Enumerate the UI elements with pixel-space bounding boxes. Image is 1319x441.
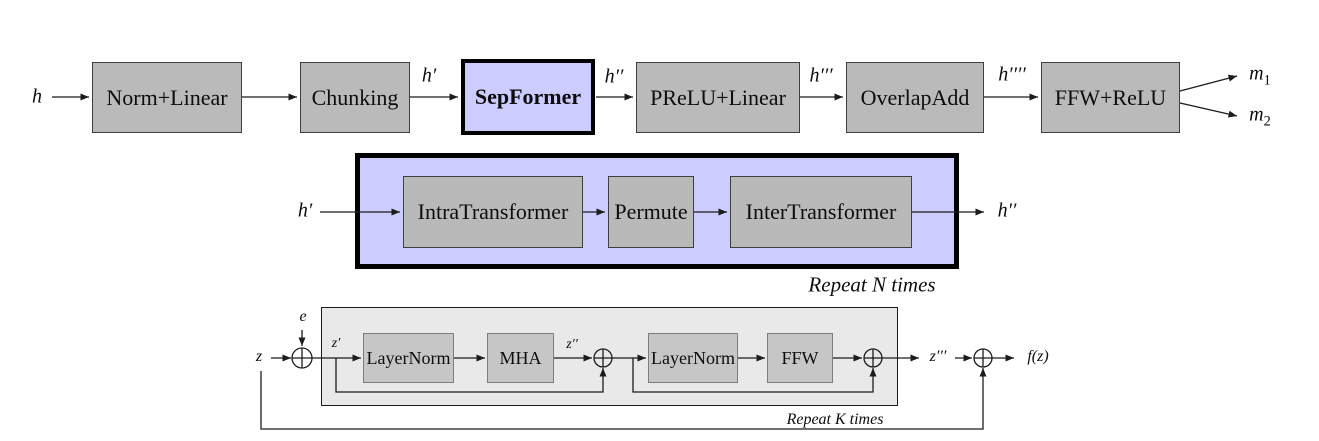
block-mha: MHA <box>487 333 554 383</box>
sum-node-input-icon <box>291 347 313 369</box>
block-chunking: Chunking <box>300 62 410 133</box>
detail-output-h2-label: h′′ <box>997 199 1017 222</box>
output-m1-label: m1 <box>1249 63 1271 90</box>
arrow-to-m2 <box>1179 102 1238 118</box>
sum-node-1-icon <box>593 348 613 368</box>
signal-z1-label: z′ <box>331 336 341 351</box>
arrow-to-m1 <box>1179 74 1238 92</box>
skip-connection-z-to-sum3 <box>260 368 987 430</box>
block-ffw-relu: FFW+ReLU <box>1041 62 1180 133</box>
block-intra-transformer: IntraTransformer <box>403 176 583 248</box>
block-norm-linear: Norm+Linear <box>92 62 242 133</box>
block-ffw: FFW <box>767 333 833 383</box>
m1-base: m <box>1249 62 1264 85</box>
output-fz-label: f(z) <box>1027 348 1049 365</box>
input-h-label: h <box>32 85 42 108</box>
signal-h3-label: h′′′ <box>809 64 833 87</box>
m2-base: m <box>1249 103 1264 126</box>
block-prelu-linear: PReLU+Linear <box>636 62 800 133</box>
m1-sub: 1 <box>1263 72 1271 89</box>
input-z-label: z <box>255 348 263 365</box>
embedding-e-label: e <box>299 308 307 325</box>
block-layernorm-1: LayerNorm <box>363 333 454 383</box>
block-overlap-add: OverlapAdd <box>846 62 984 133</box>
block-sepformer: SepFormer <box>461 59 595 135</box>
skip-connection-z1-to-sum1 <box>335 358 607 393</box>
signal-z2-label: z′′ <box>566 337 578 352</box>
block-layernorm-2: LayerNorm <box>648 333 738 383</box>
repeat-n-times-label: Repeat N times <box>808 272 936 297</box>
signal-h4-label: h′′′′ <box>998 63 1026 86</box>
detail-input-h1-label: h′ <box>297 199 313 222</box>
output-m2-label: m2 <box>1249 104 1271 131</box>
sum-node-2-icon <box>863 348 883 368</box>
signal-h2-label: h′′ <box>604 65 624 88</box>
m2-sub: 2 <box>1263 113 1271 130</box>
skip-connection-to-sum2 <box>632 358 877 393</box>
sum-node-output-icon <box>973 348 993 368</box>
signal-z3-label: z′′′ <box>929 348 947 365</box>
repeat-k-times-label: Repeat K times <box>786 411 884 428</box>
signal-h1-label: h′ <box>421 64 437 87</box>
block-permute: Permute <box>608 176 694 248</box>
block-inter-transformer: InterTransformer <box>730 176 912 248</box>
